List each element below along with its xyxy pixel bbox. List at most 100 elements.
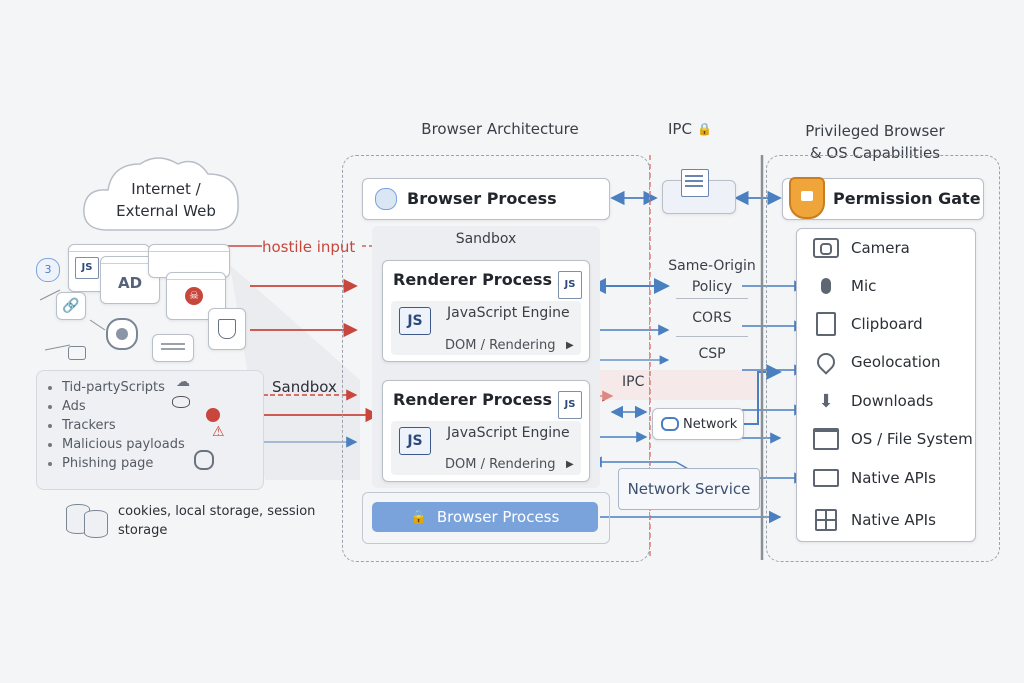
capability-item-mic[interactable]: Mic xyxy=(813,271,876,301)
form-icon xyxy=(152,334,194,362)
same-origin-line2: Policy xyxy=(691,279,733,295)
keyboard-icon xyxy=(813,465,839,491)
divider xyxy=(676,336,748,337)
browser-architecture-header: Browser Architecture xyxy=(421,120,579,138)
ad-label: AD xyxy=(117,274,143,292)
threat-item-label: Trackers xyxy=(62,418,116,433)
skull-small-icon xyxy=(206,408,220,422)
mic-icon xyxy=(813,273,839,299)
capability-item-downloads[interactable]: ⬇ Downloads xyxy=(813,386,933,416)
threat-item: Ads xyxy=(48,397,185,416)
warning-icon: ⚠ xyxy=(212,424,225,440)
storage-label-line1: cookies, local storage, session xyxy=(118,504,316,519)
js-doc-icon: JS xyxy=(75,257,99,279)
cloud-icon xyxy=(83,157,239,231)
skull-icon: ☠ xyxy=(185,287,203,305)
threat-item-label: Ads xyxy=(62,399,86,414)
hostile-input-label: hostile input xyxy=(262,238,356,256)
browser-process-box: Browser Process xyxy=(362,178,610,220)
threat-item: Trackers xyxy=(48,416,185,435)
capability-label: Geolocation xyxy=(851,353,941,371)
storage-label: cookies, local storage, session storage xyxy=(118,502,315,540)
privileged-header-line1: Privileged Browser xyxy=(805,122,945,140)
internet-label-line2: External Web xyxy=(116,202,216,220)
internet-label-line1: Internet / xyxy=(131,180,201,198)
privileged-header-line2: & OS Capabilities xyxy=(809,144,941,162)
sandbox-label-left: Sandbox xyxy=(272,378,337,396)
capability-label: Downloads xyxy=(851,392,934,410)
csp-label: CSP xyxy=(698,346,726,362)
storage-label-line2: storage xyxy=(118,523,168,538)
link-icon: 🔗 xyxy=(56,292,86,320)
play-icon: ▶ xyxy=(566,459,574,470)
network-icon xyxy=(661,417,679,431)
capability-label: Camera xyxy=(851,239,910,257)
capability-label: Native APIs xyxy=(851,511,936,529)
renderer-process-b: Renderer Process B JS JS JavaScript Engi… xyxy=(382,380,590,482)
renderer-process-a: Renderer Process A JS JS JavaScript Engi… xyxy=(382,260,590,362)
renderer-b-title: Renderer Process B xyxy=(393,390,570,409)
browser-architecture-region xyxy=(342,155,650,562)
cloud-small-icon: ☁ xyxy=(176,374,190,390)
download-icon: ⬇ xyxy=(818,390,834,412)
capability-item-native-apis[interactable]: Native APIs xyxy=(813,463,936,493)
chrome-logo-icon xyxy=(106,318,138,350)
js-engine-icon: JS xyxy=(399,427,431,455)
sandbox-label: Sandbox xyxy=(455,231,517,247)
shield-doc-icon xyxy=(208,308,246,350)
capability-label: Mic xyxy=(851,277,877,295)
same-origin-policy-label: Same-Origin Policy xyxy=(662,256,762,298)
capability-label: OS / File System xyxy=(851,430,973,448)
folder-icon xyxy=(813,426,839,452)
js-engine-icon: JS xyxy=(399,307,431,335)
browser-process-bar-label: Browser Process xyxy=(436,508,560,526)
ipc-message-icon xyxy=(662,169,736,214)
dom-rendering-label: DOM / Rendering xyxy=(445,457,556,472)
threat-item-label: Malicious payloads xyxy=(62,437,185,452)
threat-list-panel xyxy=(36,370,264,490)
browser-process-title: Browser Process xyxy=(407,189,557,208)
renderer-a-title: Renderer Process A xyxy=(393,270,571,289)
js-engine-label: JavaScript Engine xyxy=(447,425,570,441)
permission-gate-box: Permission Gate xyxy=(782,177,984,220)
clipboard-icon xyxy=(813,311,839,337)
shield-lock-icon xyxy=(789,177,825,219)
threat-item-label: Tid-partyScripts xyxy=(62,380,165,395)
lock-icon: 🔒 xyxy=(696,122,712,136)
lock-icon: 🔒 xyxy=(410,509,427,525)
play-icon: ▶ xyxy=(566,340,574,351)
threat-item: Tid-partyScripts xyxy=(48,378,185,397)
ipc-header-label: IPC xyxy=(668,120,692,138)
permission-gate-title: Permission Gate xyxy=(833,189,981,208)
eye-icon xyxy=(172,396,190,408)
capability-label: Native APIs xyxy=(851,469,936,487)
ipc-label: IPC xyxy=(622,374,645,390)
threat-item-label: Phishing page xyxy=(62,456,154,471)
browser-process-bar: 🔒 Browser Process xyxy=(372,502,598,532)
internet-label: Internet / External Web xyxy=(96,178,236,222)
js-engine-label: JavaScript Engine xyxy=(447,305,570,321)
dom-rendering-label: DOM / Rendering xyxy=(445,338,556,353)
network-label: Network xyxy=(683,416,738,432)
privileged-header: Privileged Browser & OS Capabilities xyxy=(790,120,960,164)
magnifier-icon xyxy=(194,450,214,470)
same-origin-line1: Same-Origin xyxy=(668,258,756,274)
capability-item-native-apis-2[interactable]: Native APIs xyxy=(813,505,936,535)
network-service-box: Network Service xyxy=(618,468,760,510)
database-icon xyxy=(66,502,110,538)
cors-label: CORS xyxy=(692,310,732,326)
grid-apps-icon xyxy=(813,507,839,533)
capabilities-panel: Camera Mic Clipboard Geolocation ⬇ Downl… xyxy=(796,228,976,542)
capability-item-clipboard[interactable]: Clipboard xyxy=(813,309,923,339)
divider xyxy=(676,298,748,299)
js-file-icon: JS xyxy=(558,271,582,299)
location-pin-icon xyxy=(813,349,839,375)
capability-item-os-file-system[interactable]: OS / File System xyxy=(813,424,973,454)
capability-item-camera[interactable]: Camera xyxy=(813,233,910,263)
capability-label: Clipboard xyxy=(851,315,923,333)
ipc-header: IPC 🔒 xyxy=(668,120,728,138)
threat-list: Tid-partyScripts Ads Trackers Malicious … xyxy=(48,378,185,473)
threat-item: Phishing page xyxy=(48,454,185,473)
camera-icon xyxy=(813,235,839,261)
capability-item-geolocation[interactable]: Geolocation xyxy=(813,347,941,377)
